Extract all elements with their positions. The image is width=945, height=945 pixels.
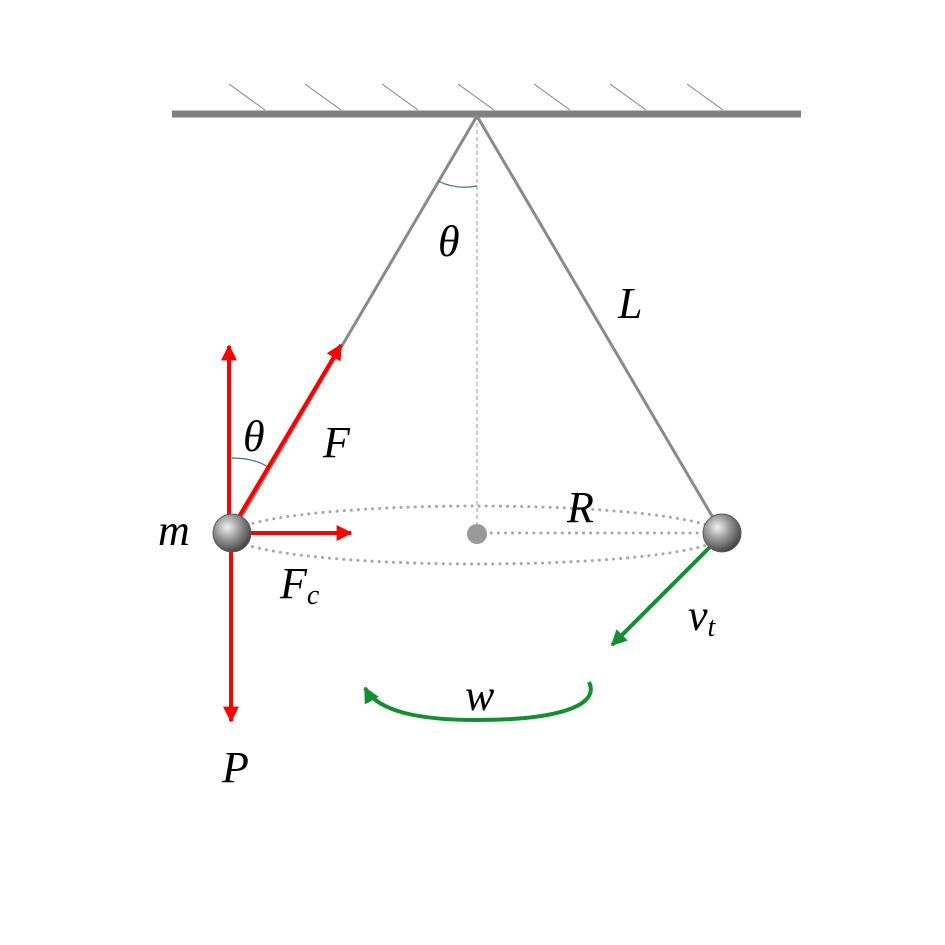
center-point (467, 524, 487, 544)
mass-ball-right (702, 513, 742, 553)
label-weight: P (221, 743, 249, 792)
label-force: F (322, 418, 351, 467)
label-centripetal-base: F (279, 559, 308, 608)
ceiling-hatching (228, 83, 724, 111)
label-length: L (617, 279, 642, 328)
angular-velocity-arrow (363, 681, 593, 723)
label-centripetal-force: Fc (279, 559, 320, 611)
tension-vector (232, 343, 343, 527)
label-angular-velocity: w (465, 671, 495, 720)
label-velocity-base: v (688, 591, 708, 640)
mass-ball-left (212, 513, 252, 553)
label-theta-side: θ (243, 412, 265, 461)
label-centripetal-sub: c (307, 580, 320, 611)
string-right (475, 115, 724, 534)
angle-arc-top (437, 180, 478, 188)
label-velocity-sub: t (708, 612, 717, 643)
angle-arc-side (231, 457, 269, 468)
label-radius: R (566, 483, 594, 532)
label-theta-top: θ (438, 217, 460, 266)
label-tangential-velocity: vt (688, 591, 717, 643)
tangential-velocity-vector (610, 543, 714, 647)
label-mass: m (158, 506, 190, 555)
